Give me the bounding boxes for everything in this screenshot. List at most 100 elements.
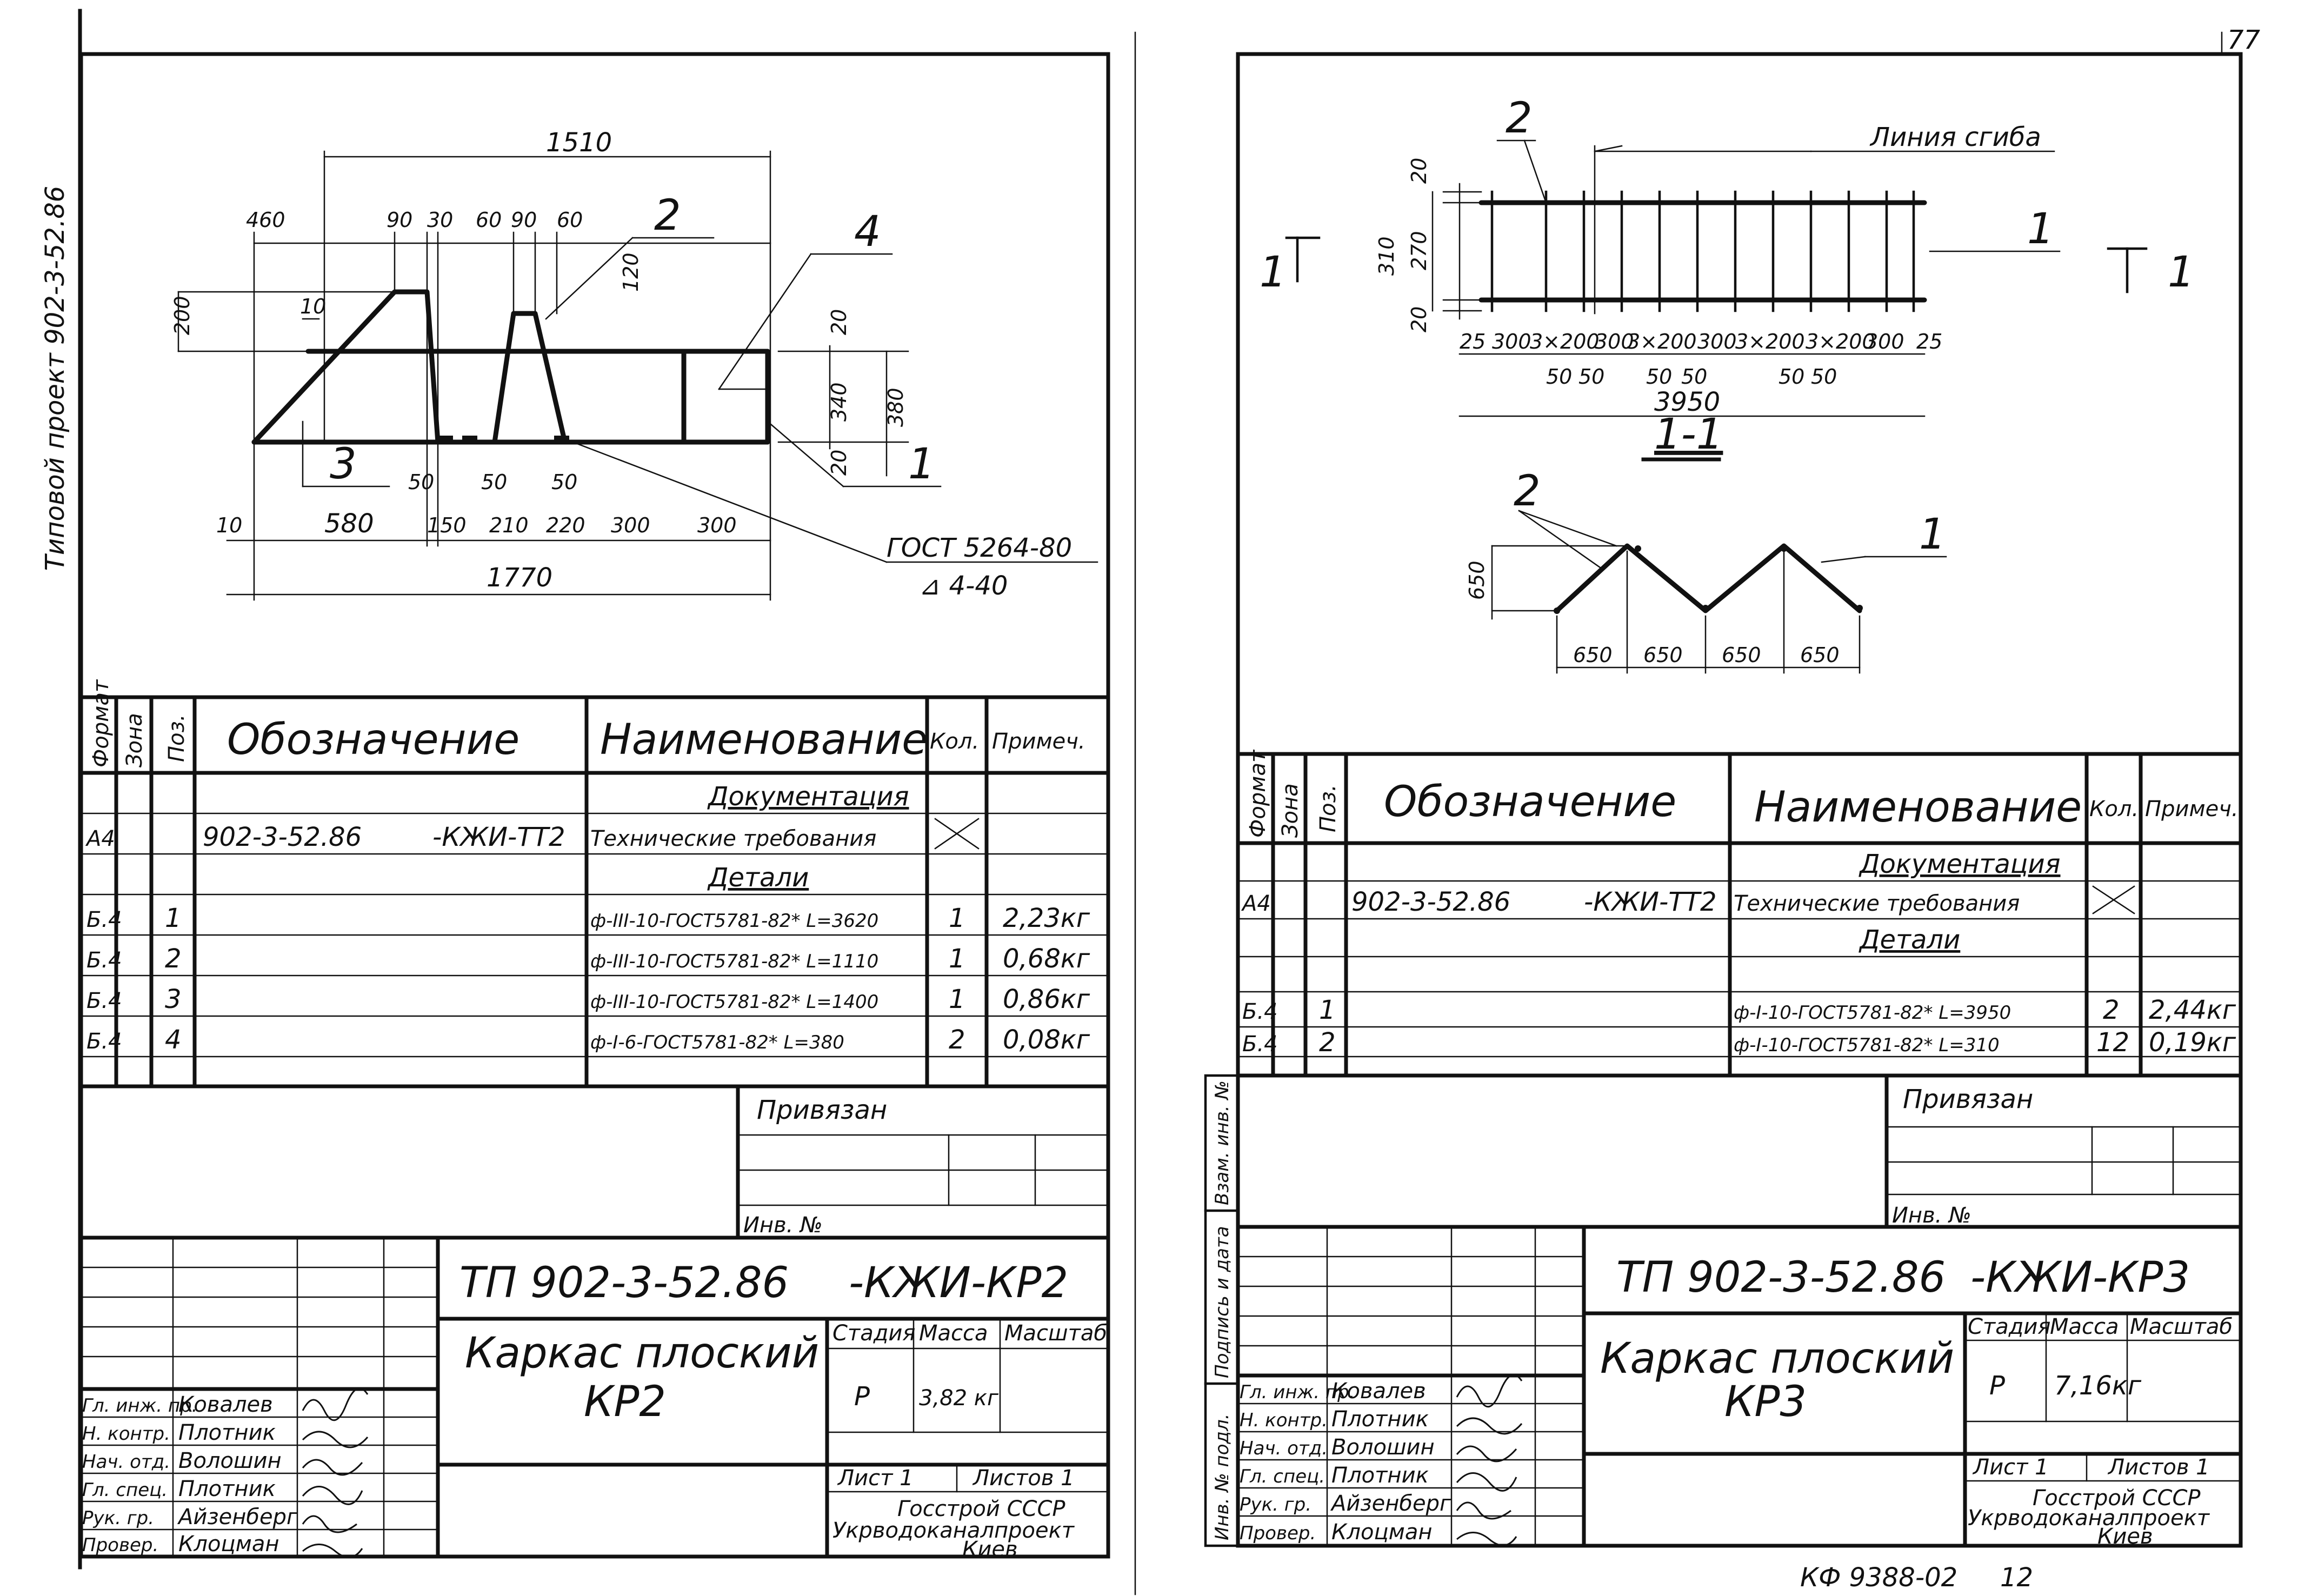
signer-role: Н. контр.: [82, 1423, 170, 1445]
row-qty: 1: [949, 984, 965, 1014]
signer-role: Гл. инж. пр.: [82, 1395, 197, 1417]
org-1: Госстрой СССР: [897, 1497, 1065, 1521]
signature-mark: [302, 1486, 363, 1505]
col-name: Наименование: [600, 716, 928, 764]
dim-300: 300: [1697, 330, 1737, 353]
row-qty: 1: [949, 944, 965, 974]
dim-1510: 1510: [546, 128, 612, 158]
tied-label: Привязан: [757, 1095, 887, 1125]
row-name: Технические требования: [1734, 891, 2020, 916]
row-note: 2,44кг: [2149, 995, 2236, 1025]
inv-label: Инв. №: [1892, 1203, 1971, 1228]
row-qty: 12: [2096, 1027, 2129, 1058]
callout-1: 1: [908, 440, 935, 489]
callout-2: 2: [1506, 94, 1533, 143]
signer-name: Айзенберг: [1330, 1491, 1451, 1516]
signer-role: Провер.: [1240, 1522, 1316, 1544]
row-section-docs: Документация: [1859, 849, 2061, 879]
doc-suffix: -КЖИ-КР3: [1970, 1253, 2190, 1302]
sheets-label: Листов 1: [972, 1466, 1075, 1491]
signer-role: Рук. гр.: [1240, 1494, 1311, 1515]
signature-mark: [302, 1431, 369, 1448]
row-section-parts: Детали: [1859, 925, 1960, 955]
row-format: Б.4: [86, 989, 122, 1013]
row-format: Б.4: [86, 948, 122, 973]
dim-30: 30: [427, 208, 453, 232]
dim-3x200: 3×200: [1735, 330, 1805, 353]
row-name: ф-III-10-ГОСТ5781-82* L=3620: [590, 910, 878, 932]
signer-name: Плотник: [1331, 1463, 1429, 1488]
signature-mark: [302, 1387, 369, 1421]
left-tied-box: Привязан Инв. №: [736, 1084, 1109, 1240]
signer-name: Айзенберг: [177, 1505, 298, 1530]
signature-mark: [1456, 1532, 1517, 1546]
section-title: 1-1: [1654, 410, 1723, 459]
product-name: Каркас плоский: [1600, 1334, 1954, 1383]
dim-300: 300: [1595, 330, 1634, 353]
left-title-block: ТП 902-3-52.86 -КЖИ-КР2 Каркас плоский К…: [79, 1236, 1110, 1562]
right-margin-stamp: Взам. инв. № Подпись и дата Инв. № подл.: [1204, 1074, 1240, 1547]
bar-pos-3: [251, 289, 441, 445]
margin-label-3: Взам. инв. №: [1211, 1080, 1233, 1205]
dim-50: 50: [1646, 365, 1672, 389]
dim-3x200: 3×200: [1530, 330, 1600, 353]
col-zone: Зона: [122, 713, 147, 767]
left-frame: [79, 52, 1110, 1559]
col-pos: Поз.: [164, 714, 189, 762]
section-mark-right: 1: [2168, 248, 2195, 297]
org-3: Киев: [2097, 1524, 2153, 1549]
left-sheet: 1510 460 90 30 60 90 60 200 10 120 20 34…: [79, 52, 1110, 1562]
mass-label: Масса: [2050, 1314, 2119, 1339]
signature-mark: [1456, 1472, 1517, 1492]
signature-mark: [302, 1459, 363, 1476]
row-name: ф-I-10-ГОСТ5781-82* L=3950: [1734, 1002, 2011, 1024]
section-mark-left: 1: [1260, 248, 1287, 297]
cross-mark: [2092, 885, 2135, 914]
dim-270: 270: [1407, 231, 1431, 270]
stage-value: Р: [854, 1381, 870, 1412]
row-pos: 2: [1319, 1027, 1336, 1058]
stage-value: Р: [1989, 1371, 2005, 1401]
right-frame: [1236, 52, 2243, 1548]
dim-50: 50: [1811, 365, 1837, 389]
dim-650-vertical: 650: [1465, 560, 1489, 600]
row-note: 0,86кг: [1003, 984, 1090, 1014]
dim-20a: 20: [1407, 158, 1431, 184]
dim-200: 200: [170, 296, 194, 335]
signer-name: Волошин: [1331, 1435, 1435, 1460]
right-title-block: ТП 902-3-52.86 -КЖИ-КР3 Каркас плоский К…: [1236, 1225, 2243, 1549]
dim-50: 50: [1779, 365, 1804, 389]
row-pos: 1: [165, 903, 182, 933]
dim-50a: 50: [408, 470, 434, 494]
row-name: ф-I-10-ГОСТ5781-82* L=310: [1734, 1034, 2000, 1056]
margin-label-1: Инв. № подл.: [1211, 1413, 1233, 1540]
right-spec-table: Формат Зона Поз. Обозначение Наименовани…: [1236, 749, 2243, 1078]
org-3: Киев: [962, 1537, 1018, 1562]
weld-mark: [438, 436, 453, 443]
dim-10: 10: [300, 295, 326, 318]
margin-label-2: Подпись и дата: [1211, 1226, 1233, 1378]
dim-380: 380: [884, 388, 908, 427]
callout-3: 3: [330, 440, 357, 489]
dim-650: 650: [1643, 643, 1683, 667]
signature-mark: [302, 1515, 357, 1533]
weld-size: ⊿ 4-40: [919, 571, 1008, 601]
row-note: 2,23кг: [1003, 903, 1090, 933]
row-qty: 2: [949, 1025, 965, 1055]
signature-mark: [1456, 1445, 1517, 1463]
row-designation-suffix: -КЖИ-ТТ2: [1584, 887, 1717, 917]
callout-2-section: 2: [1514, 467, 1541, 516]
signer-role: Нач. отд.: [1240, 1438, 1328, 1459]
sheet-label: Лист 1: [837, 1466, 914, 1491]
row-designation: 902-3-52.86: [1351, 887, 1510, 917]
scale-label: Масштаб: [2130, 1314, 2233, 1339]
dim-3x200: 3×200: [1806, 330, 1875, 353]
bend-line-label: Линия сгиба: [1869, 122, 2041, 152]
signer-name: Плотник: [178, 1420, 276, 1445]
bar-pos-2-set: [1490, 190, 1915, 312]
row-note: 0,19кг: [2149, 1027, 2236, 1058]
dim-10b: 10: [216, 513, 242, 537]
sheets-label: Листов 1: [2107, 1455, 2210, 1480]
weld-mark: [554, 436, 569, 443]
